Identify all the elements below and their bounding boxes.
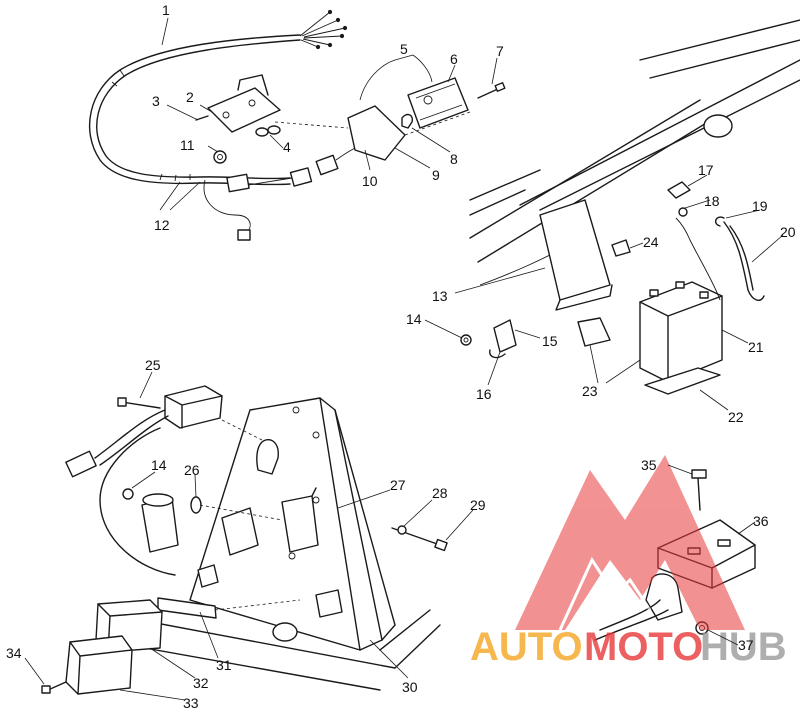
callout-3: 3 [152,93,160,109]
callout-25: 25 [145,357,161,373]
callout-5: 5 [400,41,408,57]
relay-cover [65,635,133,695]
callout-34: 34 [6,645,22,661]
callout-17: 17 [698,162,714,178]
watermark-logo [515,455,745,631]
callout-12: 12 [154,217,170,233]
callout-8: 8 [450,151,458,167]
callout-19: 19 [752,198,768,214]
watermark-text: AUTO MOTO HUB [470,625,787,669]
callout-20: 20 [780,224,796,240]
harness-connector [237,229,251,241]
watermark-triangle-icon [515,455,745,630]
battery-bracket [539,199,611,301]
callout-28: 28 [432,485,448,501]
callout-4: 4 [283,139,291,155]
callout-15: 15 [542,333,558,349]
callout-16: 16 [476,386,492,402]
watermark-part2: MOTO [584,625,703,669]
frame-battery-group [460,19,800,395]
callout-7: 7 [496,43,504,59]
bracket [207,87,281,133]
callout-6: 6 [450,51,458,67]
callout-30: 30 [402,679,418,695]
callout-labels: 1 2 3 4 5 6 7 8 9 10 11 12 13 14 15 16 1… [6,2,796,710]
callout-31: 31 [216,657,232,673]
callout-2: 2 [186,89,194,105]
callout-27: 27 [390,477,406,493]
callout-18: 18 [704,193,720,209]
wiring-harness [88,34,301,186]
callout-35: 35 [641,457,657,473]
battery [639,281,723,383]
callout-14b: 14 [151,457,167,473]
callout-21: 21 [748,339,764,355]
callout-29: 29 [470,497,486,513]
callout-23: 23 [582,383,598,399]
mounting-plate-group [41,385,448,695]
watermark-part1: AUTO [470,625,583,669]
callout-11: 11 [180,137,195,153]
callout-10: 10 [362,173,378,189]
callout-1: 1 [162,2,170,18]
tail-light-base [347,105,406,161]
tail-light-lens [407,77,469,129]
callout-22: 22 [728,409,744,425]
watermark-part3: HUB [700,625,787,669]
callout-32: 32 [193,675,209,691]
callout-9: 9 [432,167,440,183]
cdi-module [164,385,223,429]
leader-lines [24,17,784,701]
callout-33: 33 [183,695,199,710]
callout-24: 24 [643,234,659,250]
callout-26: 26 [184,462,200,478]
callout-13: 13 [432,288,448,304]
callout-36: 36 [753,513,769,529]
callout-14: 14 [406,311,422,327]
battery-pad [644,367,721,395]
vent-hose [723,221,765,301]
callout-37: 37 [738,637,754,653]
wiring-harness-group [88,9,506,241]
